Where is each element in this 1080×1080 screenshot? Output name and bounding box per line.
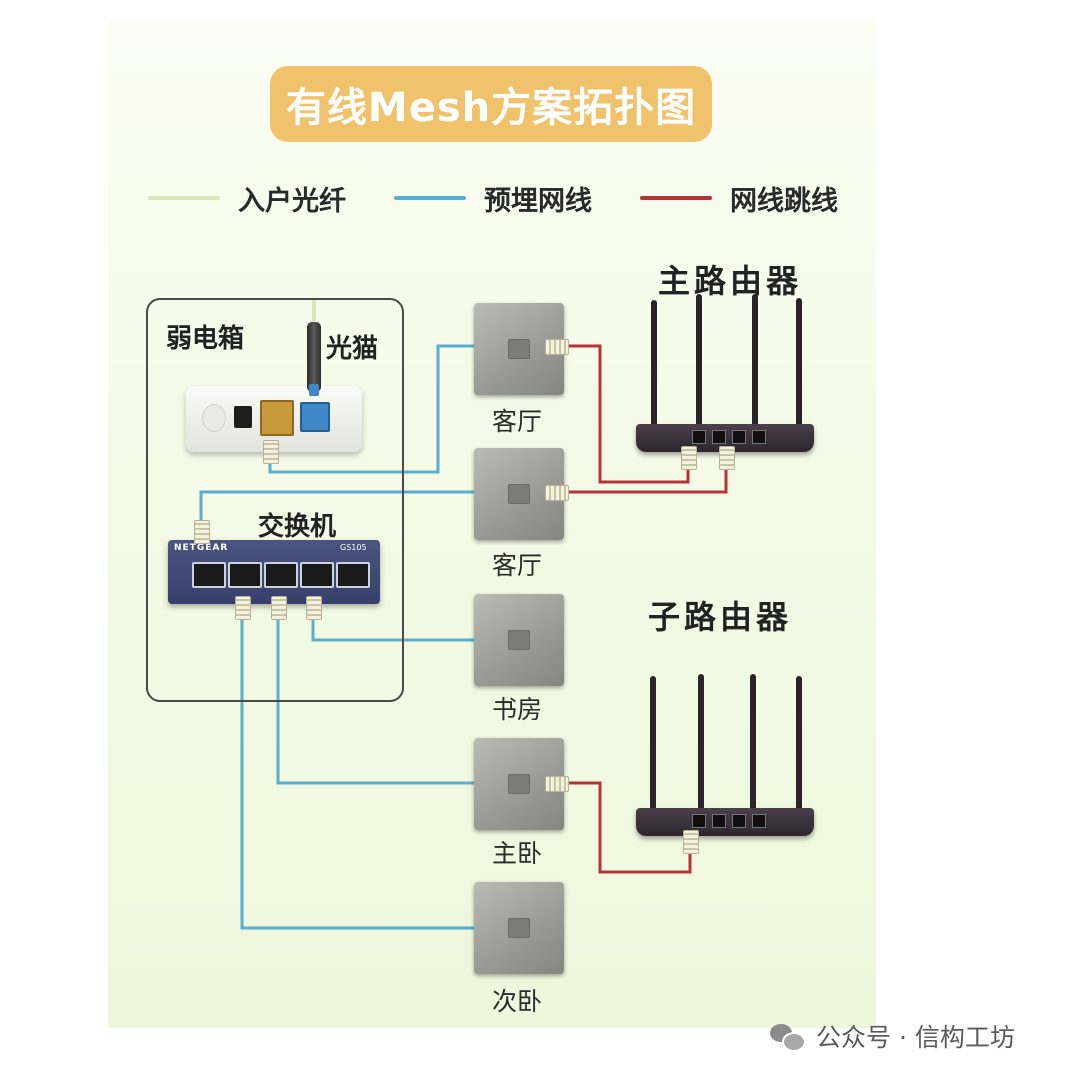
switch-model: GS105: [340, 543, 367, 552]
legend-fiber: 入户光纤: [148, 176, 346, 220]
room-label-second: 次卧: [492, 987, 543, 1016]
room-label-study: 书房: [492, 695, 543, 724]
sub-router-port: [752, 814, 766, 828]
wall-panel-port: [508, 630, 530, 650]
sub-router-plug: [683, 830, 699, 854]
switch-plug-study: [306, 596, 322, 620]
main-router-antenna-3: [752, 294, 758, 432]
main-router-plug-2: [719, 446, 735, 470]
wall-panel-second: [474, 882, 564, 974]
modem-rj45-plug: [263, 440, 279, 464]
wall-panel-port: [508, 339, 530, 359]
sub-router-label: 子路由器: [648, 598, 793, 636]
switch-port-1: [192, 562, 226, 588]
legend-patch-cable-label: 网线跳线: [730, 185, 838, 217]
fiber-connector-tip: [309, 384, 319, 396]
legend-patch-cable-swatch: [640, 196, 712, 200]
main-router-label: 主路由器: [658, 262, 803, 300]
patch-living1-to-main-router: [566, 344, 690, 484]
switch-brand: NETGEAR: [174, 543, 229, 553]
legend-fiber-swatch: [148, 196, 220, 200]
modem-power-button: [202, 404, 226, 432]
network-switch: NETGEAR GS105: [168, 540, 380, 604]
modem-lan-port: [260, 400, 294, 436]
main-router-plug-1: [681, 446, 697, 470]
cable-modem-to-living1: [268, 344, 476, 474]
sub-router: [636, 808, 814, 836]
legend-embedded-cable-swatch: [394, 196, 466, 200]
main-router-antenna-2: [696, 294, 702, 432]
patch-master-to-sub-router: [566, 781, 692, 874]
legend-fiber-label: 入户光纤: [238, 185, 346, 217]
switch-plug-master: [271, 596, 287, 620]
fiber-connector: [307, 322, 321, 392]
switch-label: 交换机: [258, 512, 337, 542]
switch-uplink-plug: [194, 520, 210, 544]
switch-port-5: [336, 562, 370, 588]
watermark: 公众号 · 信构工坊: [770, 1016, 1015, 1056]
wechat-icon: [770, 1022, 806, 1052]
legend-embedded-cable: 预埋网线: [394, 176, 592, 220]
sub-router-port: [712, 814, 726, 828]
sub-router-antenna-4: [796, 676, 802, 816]
main-router-port: [692, 430, 706, 444]
sub-router-port: [692, 814, 706, 828]
cable-switch-to-living2: [199, 490, 476, 526]
panel-plug-living-1: [545, 339, 569, 355]
sub-router-antenna-2: [698, 674, 704, 816]
modem-pon-port: [300, 402, 330, 432]
panel-plug-living-2: [545, 485, 569, 501]
room-label-master: 主卧: [492, 839, 543, 868]
main-router-antenna-4: [796, 298, 802, 432]
main-router-port: [712, 430, 726, 444]
weak-current-box: [146, 298, 404, 702]
switch-port-3: [264, 562, 298, 588]
wall-panel-port: [508, 484, 530, 504]
room-label-living-1: 客厅: [492, 407, 543, 436]
legend-patch-cable: 网线跳线: [640, 176, 838, 220]
main-router-antenna-1: [651, 300, 657, 432]
modem-label: 光猫: [326, 334, 379, 364]
switch-port-4: [300, 562, 334, 588]
switch-port-2: [228, 562, 262, 588]
wall-panel-study: [474, 594, 564, 686]
switch-plug-second: [235, 596, 251, 620]
wall-panel-port: [508, 918, 530, 938]
cable-switch-to-study: [311, 614, 476, 642]
sub-router-antenna-1: [650, 676, 656, 816]
room-label-living-2: 客厅: [492, 551, 543, 580]
main-router-port: [732, 430, 746, 444]
title-banner: 有线Mesh方案拓扑图: [270, 66, 712, 142]
sub-router-antenna-3: [750, 674, 756, 816]
diagram-title: 有线Mesh方案拓扑图: [285, 85, 697, 131]
legend-embedded-cable-label: 预埋网线: [484, 185, 592, 217]
patch-living2-to-main-router: [566, 466, 728, 494]
cable-switch-to-master: [276, 614, 476, 785]
optical-modem: [186, 386, 362, 452]
panel-plug-master: [545, 776, 569, 792]
weak-current-box-label: 弱电箱: [166, 324, 245, 354]
modem-dc-port: [234, 406, 252, 428]
cable-switch-to-second: [240, 614, 476, 930]
watermark-text: 公众号 · 信构工坊: [816, 1023, 1015, 1052]
main-router-port: [752, 430, 766, 444]
wall-panel-port: [508, 774, 530, 794]
sub-router-port: [732, 814, 746, 828]
